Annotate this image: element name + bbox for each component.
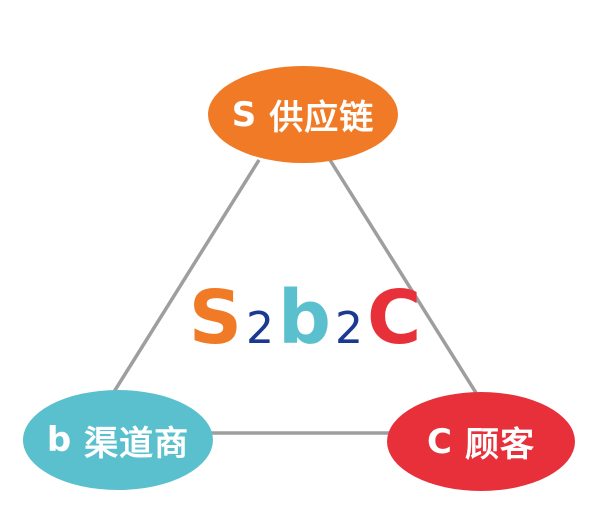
- center-title: S 2 b 2 C: [189, 275, 422, 361]
- node-customer-label: 顾客: [464, 425, 535, 465]
- node-channel: b 渠道商: [23, 390, 213, 490]
- node-channel-label: 渠道商: [84, 423, 190, 464]
- center-title-s: S: [188, 275, 242, 361]
- center-title-c: C: [366, 275, 422, 361]
- center-title-to-2: 2: [334, 303, 363, 354]
- edge-s-c: [328, 159, 480, 397]
- node-supply-chain-label: 供应链: [269, 98, 375, 138]
- edge-s-b: [110, 159, 261, 396]
- node-channel-letter: b: [46, 420, 73, 460]
- node-customer: C 顾客: [387, 392, 575, 491]
- node-customer-letter: C: [427, 421, 453, 462]
- node-supply-chain: S 供应链: [208, 66, 398, 163]
- center-title-b: b: [278, 275, 331, 361]
- center-title-to-1: 2: [246, 303, 274, 354]
- node-supply-chain-letter: S: [231, 94, 258, 135]
